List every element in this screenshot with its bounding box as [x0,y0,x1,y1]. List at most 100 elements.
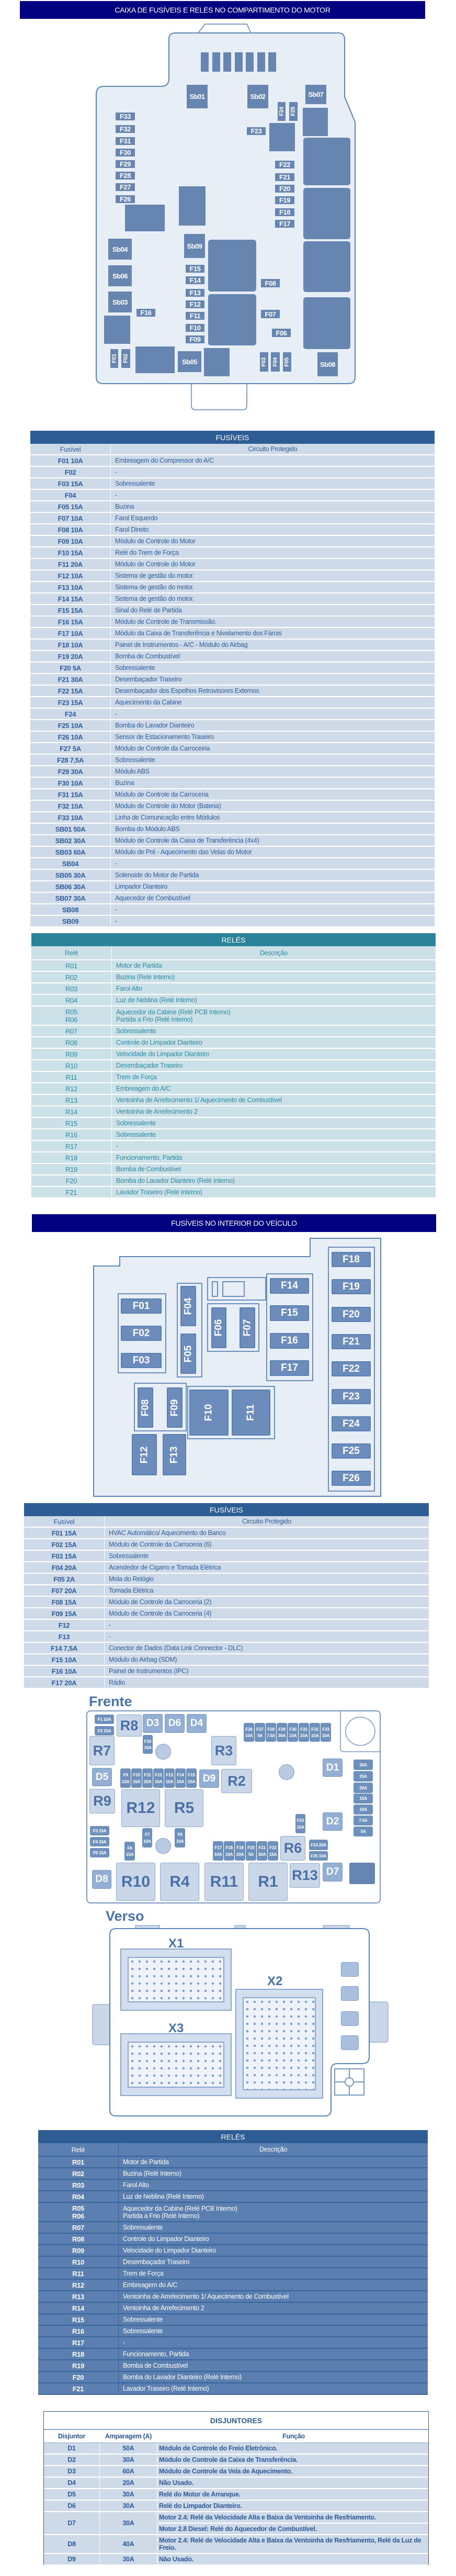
breaker-d8-label: D8 [95,1874,108,1885]
row-description: Desembaçador Traseiro [115,676,182,683]
interior-fuse-f22: F22 [332,1361,371,1376]
row-description-line: Motor de Partida [116,962,162,969]
relays-title: RELÉS [38,2130,428,2143]
interior-fuse-f20-label: F20 [343,1308,360,1320]
fuse-f20-label: F20 5A [247,1845,255,1857]
fuse-f27: F27 [116,183,135,191]
row-id: R01 [38,2157,119,2167]
row-id: F13 10A [30,582,111,592]
breaker-id: D9 [44,2554,100,2564]
interior-fuse-f14-label: F14 [281,1280,298,1291]
row-description: Linha de Comunicação entre Módulos [115,814,220,821]
fuse-f21: F21 30A [257,1841,267,1861]
relay-r13: R13 [290,1863,320,1888]
fuse-f04-label: F04 [272,357,279,367]
interior-fuse-f12: F12 [132,1434,157,1475]
row-id: SB03 60A [30,847,111,857]
row-id-line: R15 [65,1119,77,1127]
fuse-f11: F11 20A [142,1768,153,1788]
row-description: Sensor de Estacionamento Traseiro [115,733,214,741]
row-id: F13 [24,1631,105,1642]
fuse-f15-label: F15 [189,265,201,273]
row-description: Módulo de Controle do Motor [115,537,196,545]
fuse-f02-label: F02 [122,354,129,363]
fuse-f07-label: F07 [265,310,276,318]
relay-block [303,138,350,185]
relay-r10-label: R10 [121,1873,151,1890]
relay-block [303,297,350,349]
row-description: Sobressalente [119,2222,428,2233]
row-id-line: F21 [72,2384,84,2393]
row-id: F21 [38,2383,119,2394]
interior-fuse-f02: F02 [121,1326,162,1341]
interior-fuse-f06-label: F06 [213,1319,224,1337]
breaker-id: D4 [44,2478,100,2488]
row-description: Bomba do Lavador Dianteiro (Relé Interno… [119,2372,428,2382]
row-description: Conector de Dados (Data Link Connector -… [109,1644,243,1652]
row-id-line: R19 [72,2361,84,2370]
interior-fuse-f07: F07 [240,1307,255,1348]
row-description-line: Lavador Traseiro (Relé Interno) [123,2385,209,2392]
breaker-id: D8 [44,2535,100,2553]
row-description-line: Luz de Neblina (Relé Interno) [116,996,197,1004]
row-description: Painel de Instrumentos - A/C - Módulo do… [115,641,248,648]
fuse-f7-label: F7 10A [143,1832,151,1844]
breaker-function: Não Usado. [157,2478,428,2488]
spare-fuse-s15-label: 15A [359,1796,367,1801]
row-description: - [119,2337,428,2348]
fuse-f16: F16 [136,309,155,317]
fuse-holder [177,1283,202,1377]
relay-block [303,241,350,292]
front-panel-title: Frente [89,1694,132,1709]
relay-r13-label: R13 [292,1867,318,1883]
row-id-line: R19 [65,1165,77,1173]
row-description: Sobressalente [115,664,155,671]
fuse-f18: F18 [275,208,294,216]
row-description: Velocidade do Limpador Dianteiro [112,1049,436,1059]
row-description-line: Buzina (Relé Interno) [123,2170,181,2177]
fuse-f19-label: F19 [279,196,290,204]
fuse-f8-label: F8 10A [176,1832,184,1844]
row-id: SB09 [30,916,111,926]
row-description: Módulo de Controle da Carroceiria [115,745,210,752]
fuse-f3-label: F3 15A [93,1828,107,1833]
row-id: SB06 30A [30,881,111,892]
table-row: F04- [30,490,435,501]
row-description: Farol Direito [115,526,149,533]
row-id: F11 20A [30,559,111,569]
breaker-function-line: Motor 2.4: Relé da Velocidade Alta e Bai… [159,2514,376,2521]
super-fuse-sb03: Sb03 [108,292,132,312]
row-id: F33 10A [30,812,111,823]
fuse-f18: F18 10A [224,1841,234,1861]
fuse-f26-label: F26 10A [245,1726,253,1738]
row-id: R01 [31,960,112,971]
row-description: Sobressalente [119,2326,428,2336]
row-description: Farol Alto [119,2180,428,2190]
fuse-f23-label: F23 15A [297,1818,304,1830]
row-description: Lavador Traseiro (Relé Interno) [112,1187,436,1197]
row-id: F15 15A [30,605,111,615]
row-description-line: Buzina (Relé Interno) [116,973,175,981]
interior-fuse-f13-label: F13 [168,1446,180,1463]
row-description-line: Embreagem do A/C [116,1085,171,1092]
interior-fuse-f09: F09 [167,1387,183,1428]
breaker-function: Não Usado. [157,2554,428,2564]
row-description: Módulo da Caixa de Transferência e Nivel… [115,630,282,637]
interior-fuse-f24-label: F24 [343,1418,360,1429]
breaker-amperage: 30A [100,2554,157,2564]
row-id-line: F21 [65,1188,77,1196]
row-description: Módulo de Controle da Caixa de Transferê… [115,837,259,844]
